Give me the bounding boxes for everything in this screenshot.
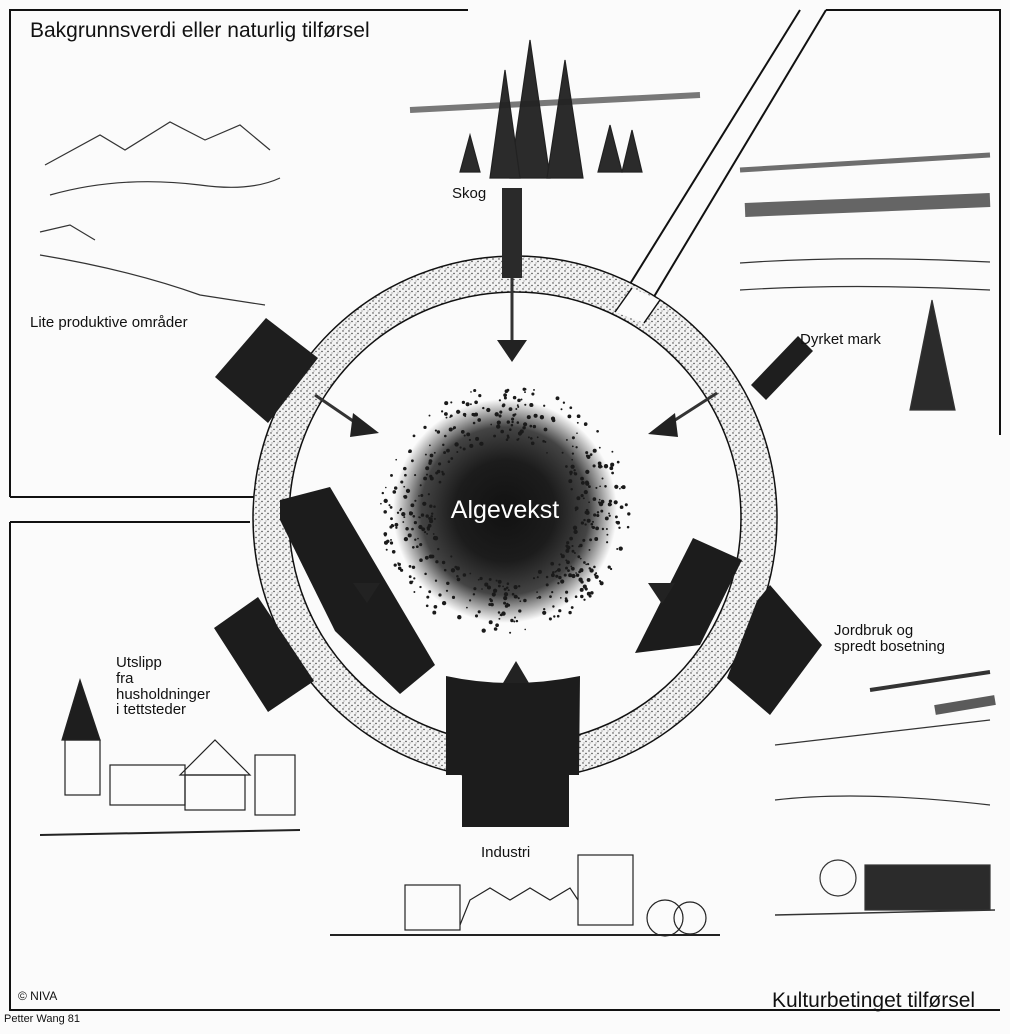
heading-cultural-inflow: Kulturbetinget tilførsel: [772, 989, 976, 1012]
utslipp-arrow: [353, 583, 380, 603]
lite-produktive-arrow: [350, 413, 379, 437]
forest-illustration: [409, 39, 701, 179]
label-dyrket-mark: Dyrket mark: [800, 331, 881, 348]
utslipp-inner-sector: [280, 487, 435, 694]
factory-illustration: [330, 854, 720, 937]
label-lite-produktive: Lite produktive områder: [30, 314, 188, 331]
jordbruk-source-bar: [727, 585, 822, 715]
diagonal-divider-a: [624, 9, 801, 293]
jordbruk-arrow: [648, 583, 675, 604]
village-illustration: [39, 678, 301, 836]
artist-credit: Petter Wang 81: [4, 1013, 81, 1025]
skog-source-bar: [502, 188, 522, 278]
rural-illustration: [774, 670, 996, 916]
label-utslipp: Utslipp fra husholdninger i tettsteder: [116, 654, 211, 719]
mountain-illustration: [39, 121, 281, 306]
copyright-niva: © NIVA: [18, 989, 58, 1003]
dyrket-mark-arrow: [648, 413, 678, 437]
diagonal-divider-b: [651, 9, 827, 301]
skog-arrow: [497, 340, 527, 362]
heading-natural-inflow: Bakgrunnsverdi eller naturlig tilførsel: [30, 19, 370, 42]
algae-blob: [393, 399, 617, 623]
label-skog: Skog: [452, 185, 487, 202]
algae-speckles: [380, 387, 631, 634]
industri-inner-sector: [446, 676, 580, 775]
center-label-algevekst: Algevekst: [450, 496, 560, 524]
jordbruk-inner-sector: [635, 538, 742, 653]
farmland-illustration: [739, 152, 991, 411]
upper-panel-frame: [9, 9, 468, 497]
label-jordbruk: Jordbruk og spredt bosetning: [834, 622, 945, 655]
dyrket-mark-source-bar: [751, 336, 813, 400]
lower-panel-frame: [9, 522, 1000, 1011]
right-panel-frame: [826, 9, 1001, 435]
industri-source-bar: [462, 775, 569, 827]
label-industri: Industri: [481, 844, 531, 861]
industri-arrow: [503, 661, 529, 683]
lite-produktive-source-bar: [215, 318, 318, 423]
utslipp-source-bar: [214, 597, 314, 712]
